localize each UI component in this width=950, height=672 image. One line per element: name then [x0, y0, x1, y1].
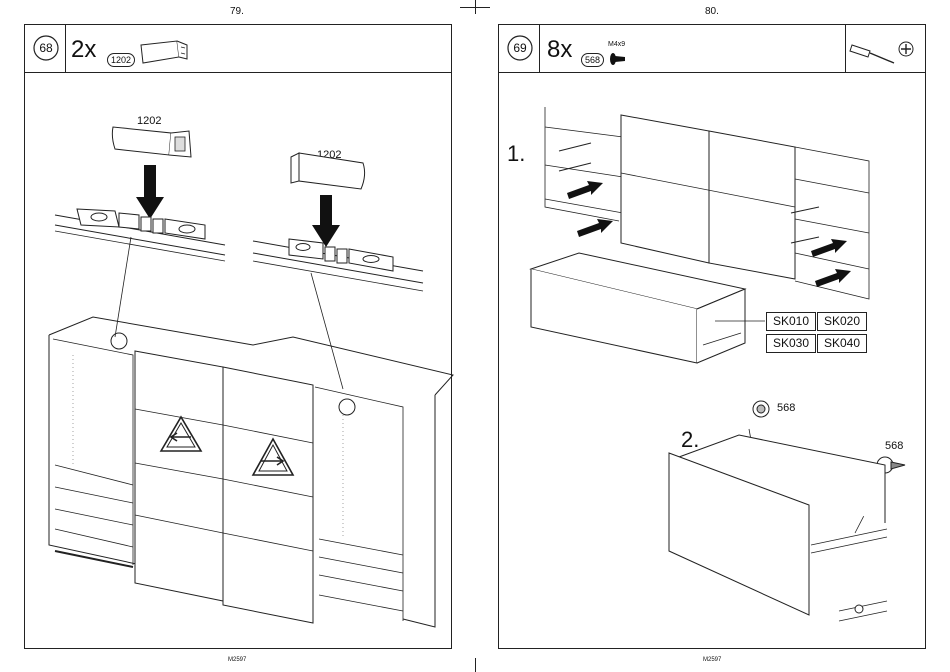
drawer-code-label: SK010 — [766, 312, 816, 331]
end-cap-part-icon — [109, 121, 199, 171]
screw-spec: M4x9 — [608, 41, 625, 48]
step-number: 68 — [35, 41, 57, 55]
crop-mark — [460, 7, 490, 8]
screw-icon — [747, 397, 777, 421]
part-code-badge: 568 — [581, 53, 604, 67]
wardrobe-illustration — [43, 315, 443, 635]
part-quantity: 2x — [71, 36, 96, 64]
screwdriver-icon — [850, 41, 896, 65]
part-quantity: 8x — [547, 36, 572, 64]
part-code-badge: 1202 — [107, 53, 135, 67]
screw-icon — [609, 51, 629, 67]
footer-code: M2597 — [228, 657, 246, 663]
screw-callout: 568 — [777, 402, 795, 414]
step-header: 68 2x 1202 — [25, 25, 451, 73]
divider — [65, 25, 66, 73]
step-header: 69 8x 568 M4x9 — [499, 25, 925, 73]
leader-line — [715, 317, 765, 327]
end-cap-part-icon — [139, 39, 191, 65]
instruction-panel-step-68: 68 2x 1202 1202 1202 — [24, 24, 452, 649]
drawer-code-label: SK030 — [766, 334, 816, 353]
drawer-assembly-illustration — [659, 425, 919, 625]
drawer-box-illustration — [527, 249, 757, 369]
divider — [539, 25, 540, 73]
substep-label: 1. — [507, 141, 525, 167]
page-number: 80. — [705, 6, 719, 17]
page-number: 79. — [230, 6, 244, 17]
drawer-code-label: SK040 — [817, 334, 867, 353]
crop-mark — [475, 658, 476, 672]
footer-code: M2597 — [703, 657, 721, 663]
drawer-code-label: SK020 — [817, 312, 867, 331]
step-number: 69 — [509, 41, 531, 55]
end-cap-part-icon — [285, 151, 375, 201]
tool-box — [845, 25, 925, 73]
phillips-head-icon — [896, 39, 916, 59]
instruction-panel-step-69: 69 8x 568 M4x9 1. — [498, 24, 926, 649]
